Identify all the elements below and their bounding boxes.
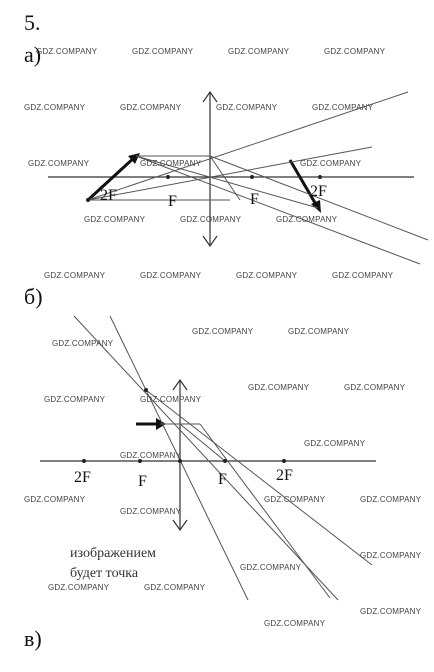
watermark: GDZ.COMPANY [180,215,242,224]
watermark: GDZ.COMPANY [324,47,386,56]
watermark: GDZ.COMPANY [264,619,326,628]
focus-label-b-2f-right: 2F [276,467,293,484]
focus-label-b-f-left: F [138,473,147,490]
focus-point-b-f-right [223,459,227,463]
focus-label-a-2f-right: 2F [310,183,327,200]
watermark: GDZ.COMPANY [84,215,146,224]
caption-line-2: будет точка [70,566,139,581]
watermark: GDZ.COMPANY [360,551,422,560]
part-b-label: б) [24,284,43,309]
watermark: GDZ.COMPANY [236,271,298,280]
focus-label-a-f-right: F [250,191,259,208]
focus-point-a-f-right [250,175,254,179]
watermark: GDZ.COMPANY [332,271,394,280]
watermark: GDZ.COMPANY [48,583,110,592]
ray-b-5 [199,423,331,599]
watermark: GDZ.COMPANY [24,495,86,504]
part-a-label: а) [24,42,42,67]
focus-point-b-f-left [138,459,142,463]
watermark: GDZ.COMPANY [264,495,326,504]
watermark: GDZ.COMPANY [288,327,350,336]
ray-a-6 [135,155,319,209]
watermark: GDZ.COMPANY [304,439,366,448]
watermark: GDZ.COMPANY [300,159,362,168]
watermark: GDZ.COMPANY [312,103,374,112]
watermark: GDZ.COMPANY [44,395,106,404]
watermark: GDZ.COMPANY [120,451,182,460]
problem-number: 5. [24,10,41,35]
lens-a-top-arrow [202,90,218,103]
focus-label-a-f-left: F [168,193,177,210]
focus-point-b-2f-left [82,459,86,463]
watermark: GDZ.COMPANY [360,495,422,504]
focus-point-b-center [178,459,182,463]
lens-b-top-arrow [172,378,188,391]
watermark: GDZ.COMPANY [132,47,194,56]
watermark: GDZ.COMPANY [52,339,114,348]
focus-label-b-f-right: F [218,471,227,488]
watermark: GDZ.COMPANY [276,215,338,224]
focus-point-a-2f-right [318,175,322,179]
watermark: GDZ.COMPANY [120,103,182,112]
focus-point-a-2f-left [86,198,90,202]
focus-label-a-2f-left: 2F [100,187,117,204]
watermark: GDZ.COMPANY [28,159,90,168]
watermark: GDZ.COMPANY [24,103,86,112]
focus-point-a-f-left [166,175,170,179]
ray-a-8 [209,155,241,201]
watermark: GDZ.COMPANY [344,383,406,392]
watermark: GDZ.COMPANY [240,563,302,572]
ray-b-1 [73,315,339,601]
focus-point-b-left-high [144,388,148,392]
watermark: GDZ.COMPANY [44,271,106,280]
watermark: GDZ.COMPANY [360,607,422,616]
lens-b-bottom-arrow [172,519,188,532]
ray-a-5 [87,146,373,201]
watermark: GDZ.COMPANY [140,159,202,168]
watermark: GDZ.COMPANY [248,383,310,392]
ray-a-4 [87,91,409,201]
part-v-label: в) [24,626,42,651]
caption-line-1: изображением [70,546,157,561]
watermark: GDZ.COMPANY [144,583,206,592]
image-arrowhead-a [311,200,321,213]
ray-a-3 [135,155,421,265]
watermark: GDZ.COMPANY [140,395,202,404]
object-arrow-a [86,154,138,202]
focus-point-b-2f-right [282,459,286,463]
focus-label-b-2f-left: 2F [74,469,91,486]
image-arrow-a [288,159,320,209]
watermark: GDZ.COMPANY [120,507,182,516]
watermark: GDZ.COMPANY [192,327,254,336]
watermark: GDZ.COMPANY [36,47,98,56]
ray-b-6 [179,423,226,462]
ray-b-2 [109,315,249,601]
ray-b-3 [145,389,373,566]
watermark: GDZ.COMPANY [140,271,202,280]
watermark: GDZ.COMPANY [216,103,278,112]
lens-a-bottom-arrow [202,235,218,248]
watermark: GDZ.COMPANY [228,47,290,56]
